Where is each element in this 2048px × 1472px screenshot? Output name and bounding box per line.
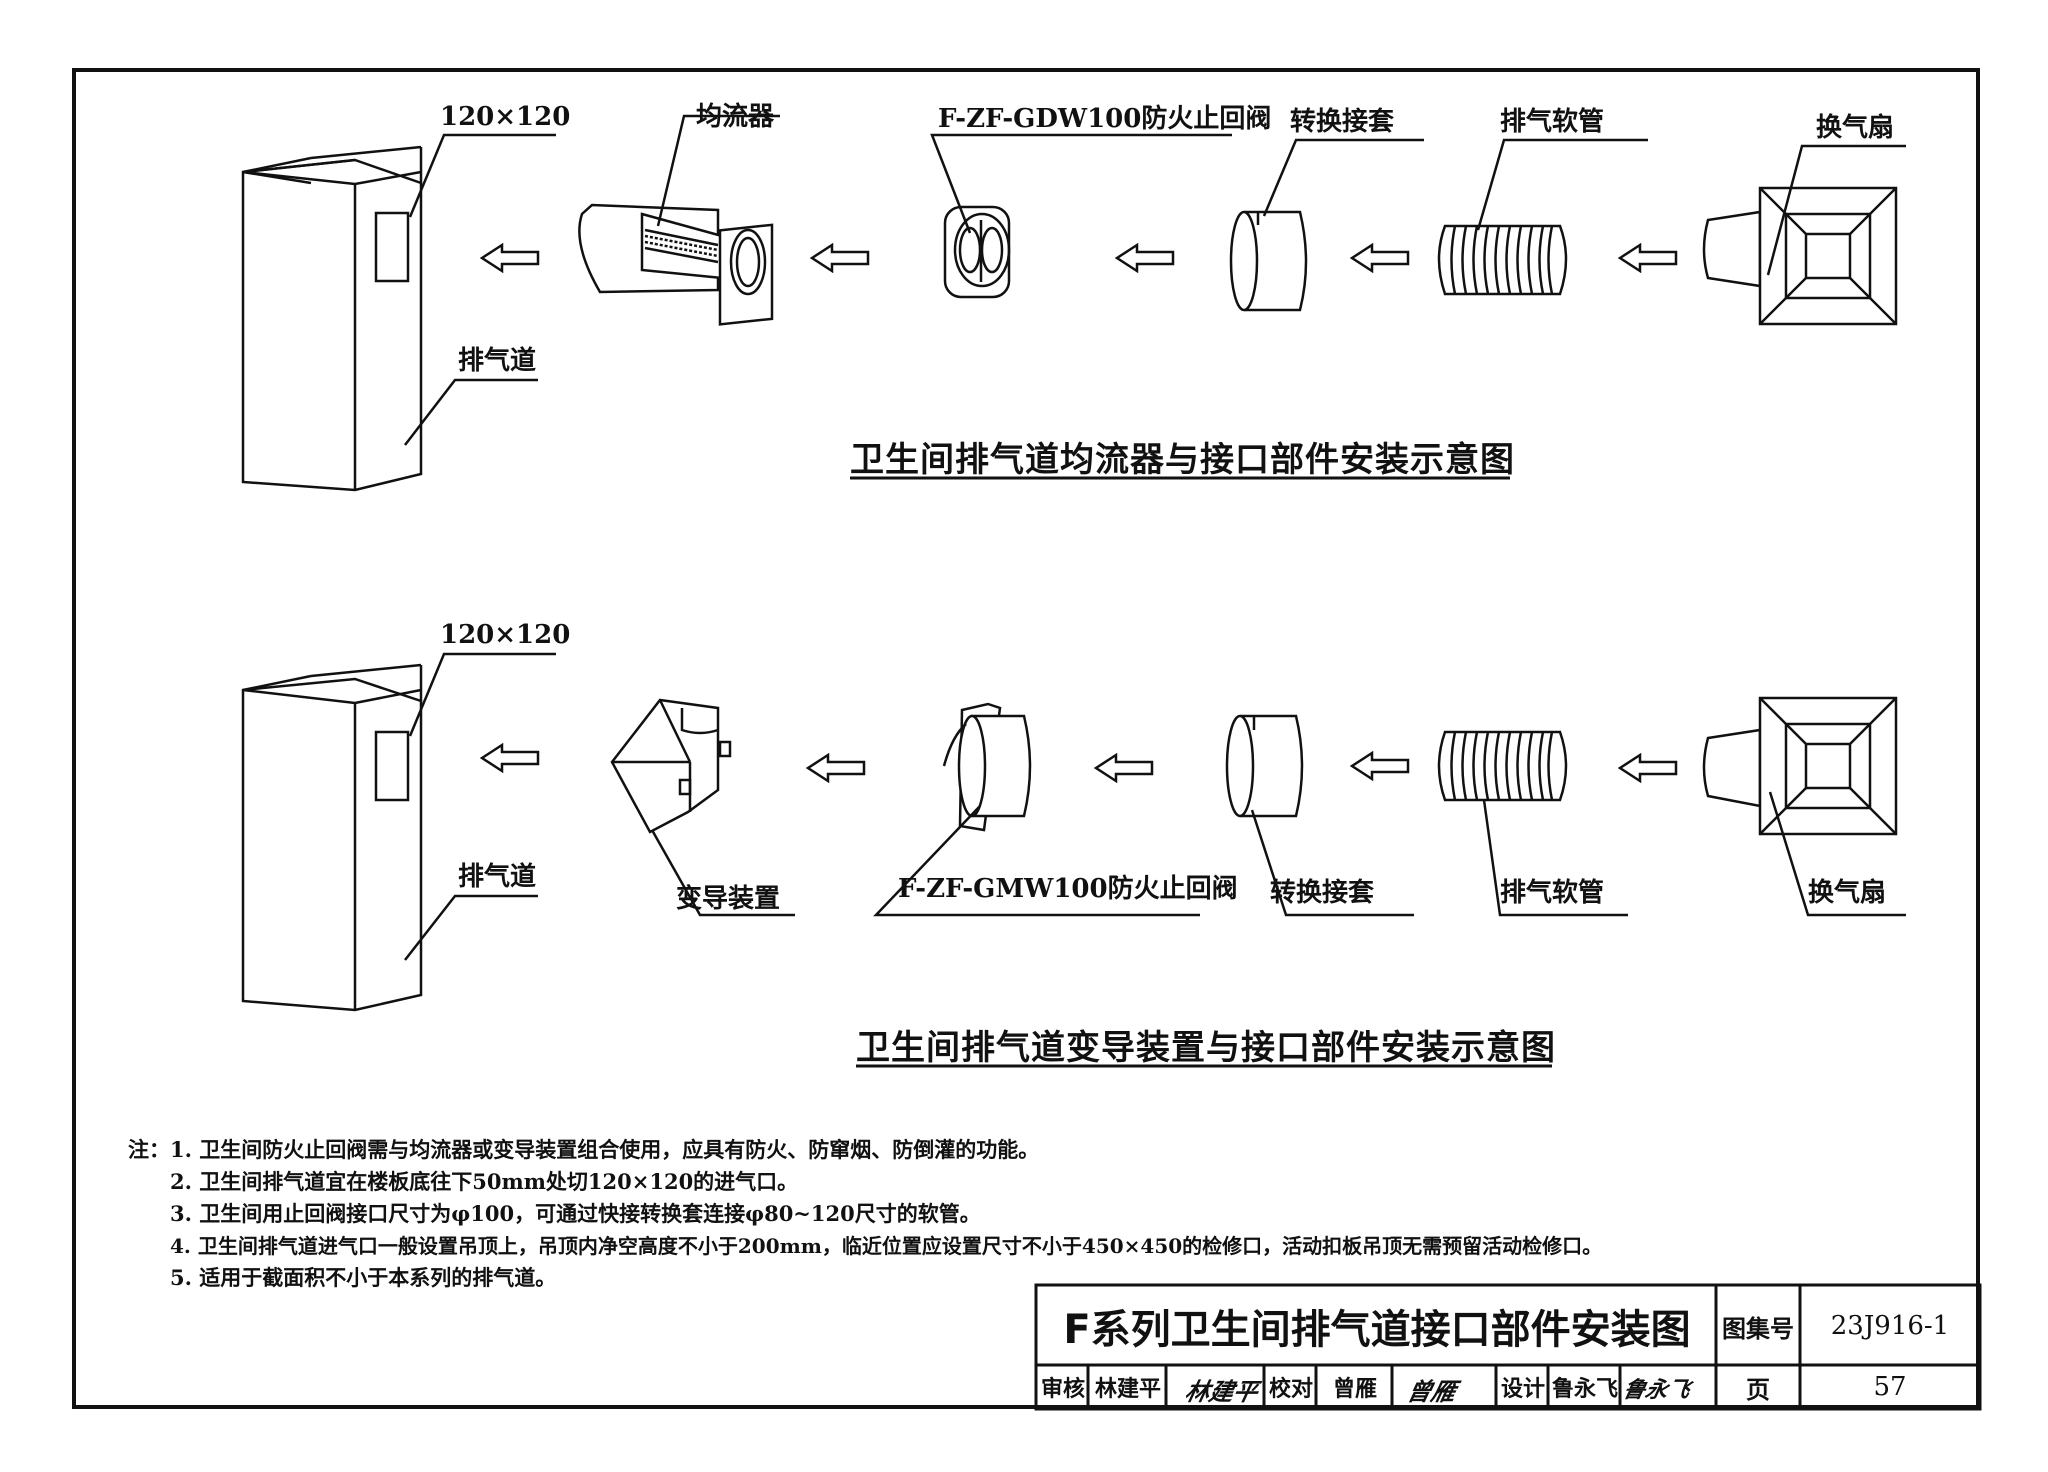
leader-hose-2 <box>1482 799 1628 917</box>
label-valve-2: F-ZF-GMW100防火止回阀 <box>898 874 1238 904</box>
note-number: 3. <box>170 1201 192 1226</box>
fire-check-valve-2 <box>942 702 1032 832</box>
diagram2-drawing <box>241 652 1906 1068</box>
label-adapter-2: 转换接套 <box>1270 878 1375 908</box>
note-number: 4. <box>170 1234 191 1258</box>
exhaust-duct-2 <box>241 663 423 1012</box>
reviewer-name: 林建平 <box>1094 1376 1161 1402</box>
flow-arrow-2b <box>806 753 866 783</box>
label-duct-1: 排气道 <box>458 346 537 376</box>
leader-valve-1 <box>930 133 1232 234</box>
exhaust-duct-1 <box>241 145 423 492</box>
caption-diagram1: 卫生间排气道均流器与接口部件安装示意图 <box>850 440 1515 480</box>
page-label: 页 <box>1746 1374 1770 1404</box>
design-label: 设计 <box>1500 1376 1545 1402</box>
caption-diagram2: 卫生间排气道变导装置与接口部件安装示意图 <box>856 1028 1556 1068</box>
reviewer-signature: 林建平 <box>1182 1377 1261 1406</box>
checker-name: 曾雁 <box>1332 1376 1377 1402</box>
leader-diverter-2 <box>650 829 795 917</box>
exhaust-fan-1 <box>1702 186 1898 326</box>
label-hose-1: 排气软管 <box>1500 107 1605 137</box>
flow-arrow-1b <box>810 243 870 273</box>
designer-signature: 鲁永飞 <box>1620 1377 1693 1403</box>
label-fan-2: 换气扇 <box>1808 878 1887 908</box>
leader-valve-2 <box>873 805 1200 917</box>
flow-arrow-2d <box>1350 751 1410 781</box>
leader-opening-2 <box>408 652 556 737</box>
diagram1-drawing <box>241 114 1906 492</box>
notes-block: 注：1. 卫生间防火止回阀需与均流器或变导装置组合使用，应具有防火、防窜烟、防倒… <box>128 1134 1602 1294</box>
note-row: 4. 卫生间排气道进气口一般设置吊顶上，吊顶内净空高度不小于200mm，临近位置… <box>128 1230 1602 1262</box>
leader-adapter-2 <box>1250 809 1414 917</box>
exhaust-hose-1 <box>1437 224 1568 296</box>
atlas-number: 23J916-1 <box>1830 1311 1950 1341</box>
label-fan-1: 换气扇 <box>1816 113 1895 143</box>
leader-duct-2 <box>404 894 538 961</box>
note-text: 卫生间排气道进气口一般设置吊顶上，吊顶内净空高度不小于200mm，临近位置应设置… <box>197 1234 1603 1258</box>
checker-signature: 曾雁 <box>1404 1377 1459 1406</box>
label-diverter-2: 变导装置 <box>676 884 781 914</box>
label-adapter-1: 转换接套 <box>1290 107 1395 137</box>
leader-hose-1 <box>1476 138 1648 231</box>
notes-prefix: 注： <box>128 1137 170 1162</box>
label-duct-2: 排气道 <box>458 862 537 892</box>
note-text: 卫生间用止回阀接口尺寸为φ100，可通过快接转换套连接φ80~120尺寸的软管。 <box>199 1201 981 1226</box>
note-text: 适用于截面积不小于本系列的排气道。 <box>199 1265 557 1290</box>
note-row: 5. 适用于截面积不小于本系列的排气道。 <box>128 1262 1602 1294</box>
leader-equalizer-1 <box>656 114 780 227</box>
label-hose-2: 排气软管 <box>1500 878 1605 908</box>
note-number: 1. <box>170 1137 192 1162</box>
drawing-title: F系列卫生间排气道接口部件安装图 <box>1063 1307 1691 1353</box>
adapter-sleeve-1 <box>1229 210 1308 312</box>
flow-arrow-1c <box>1115 243 1175 273</box>
leader-fan-2 <box>1768 791 1906 917</box>
leader-duct-1 <box>404 378 538 446</box>
note-row: 3. 卫生间用止回阀接口尺寸为φ100，可通过快接转换套连接φ80~120尺寸的… <box>128 1198 1602 1230</box>
label-valve-1: F-ZF-GDW100防火止回阀 <box>938 104 1272 134</box>
drawing-frame <box>72 68 1980 1409</box>
page-number: 57 <box>1873 1372 1907 1402</box>
title-block <box>1034 1283 1982 1411</box>
leader-opening-1 <box>408 133 556 218</box>
leader-adapter-1 <box>1262 138 1424 217</box>
label-equalizer-1: 均流器 <box>696 102 775 132</box>
diverter-device-2 <box>610 698 732 834</box>
flow-arrow-1d <box>1350 243 1410 273</box>
note-text: 卫生间排气道宜在楼板底往下50mm处切120×120的进气口。 <box>199 1169 799 1194</box>
equalizer-1 <box>578 203 774 326</box>
fire-check-valve-1 <box>943 205 1011 299</box>
flow-arrow-2c <box>1094 753 1154 783</box>
review-label: 审核 <box>1040 1376 1085 1402</box>
check-label: 校对 <box>1268 1376 1313 1402</box>
leader-fan-1 <box>1766 144 1906 276</box>
note-text: 卫生间防火止回阀需与均流器或变导装置组合使用，应具有防火、防窜烟、防倒灌的功能。 <box>199 1137 1040 1162</box>
flow-arrow-1e <box>1618 243 1678 273</box>
label-opening-2: 120×120 <box>440 620 571 650</box>
flow-arrow-2e <box>1618 753 1678 783</box>
note-row: 注：1. 卫生间防火止回阀需与均流器或变导装置组合使用，应具有防火、防窜烟、防倒… <box>128 1134 1602 1166</box>
designer-name: 鲁永飞 <box>1551 1376 1618 1402</box>
flow-arrow-2a <box>480 743 540 773</box>
note-row: 2. 卫生间排气道宜在楼板底往下50mm处切120×120的进气口。 <box>128 1166 1602 1198</box>
exhaust-hose-2 <box>1437 730 1568 802</box>
adapter-sleeve-2 <box>1225 714 1304 818</box>
flow-arrow-1a <box>480 243 540 273</box>
exhaust-fan-2 <box>1702 696 1898 836</box>
note-number: 5. <box>170 1265 192 1290</box>
note-number: 2. <box>170 1169 192 1194</box>
label-opening-1: 120×120 <box>440 102 571 132</box>
atlas-label: 图集号 <box>1722 1313 1794 1343</box>
